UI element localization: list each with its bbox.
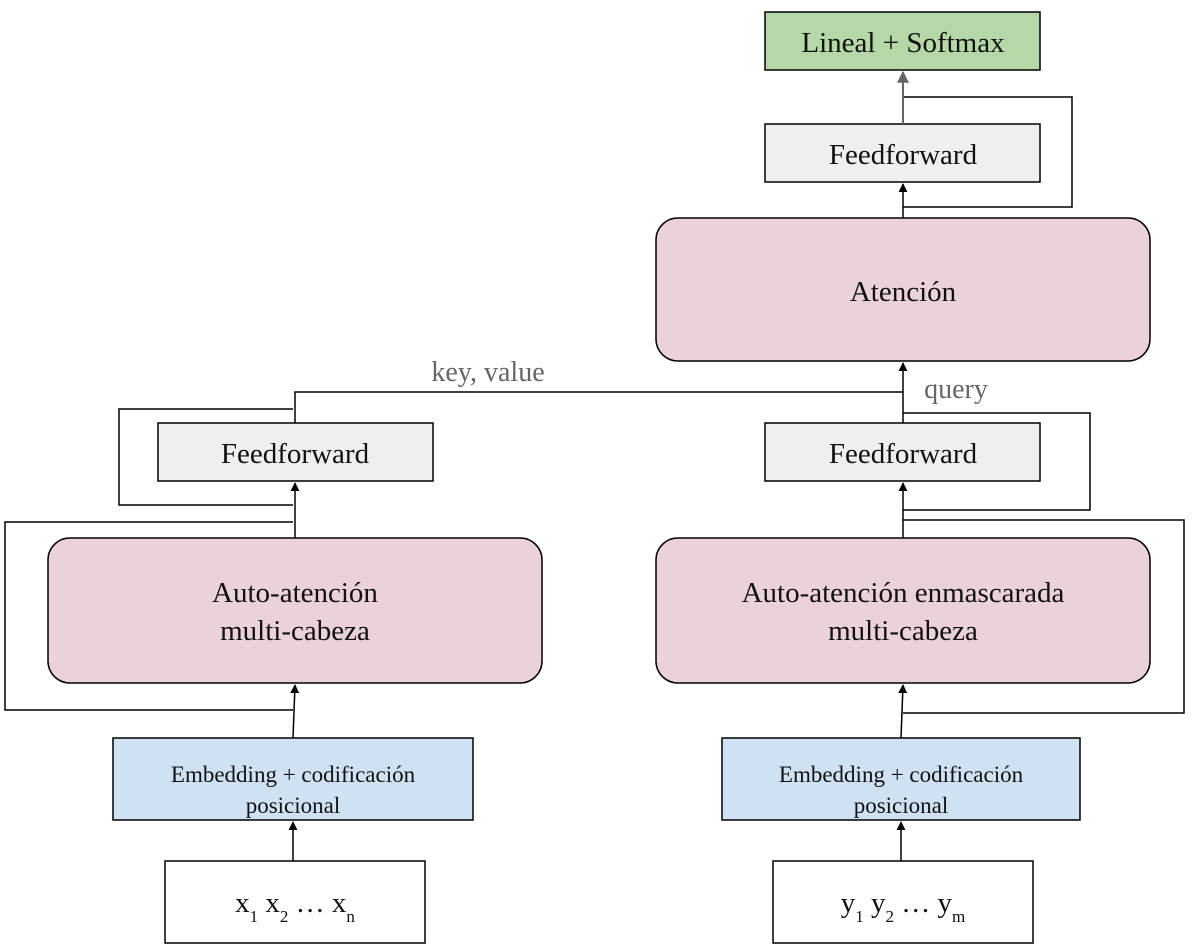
encoder-arrow-embedding-to-attention — [290, 684, 300, 739]
decoder-feedforward-top-text: Feedforward — [829, 139, 978, 171]
decoder-output-box — [764, 11, 1041, 71]
encoder-embedding-line2: posicional — [246, 793, 341, 818]
decoder-input-text: y1 y2 … ym — [841, 887, 965, 926]
decoder-feedforward-box — [764, 422, 1041, 482]
encoder-self-attention-line2: multi-cabeza — [220, 615, 370, 647]
encoder-residual-feedforward — [118, 408, 293, 506]
encoder-self-attention-line1: Auto-atención — [212, 577, 378, 609]
decoder-embedding-box — [721, 737, 1081, 821]
encoder-residual-attention — [4, 521, 293, 711]
decoder-masked-attention-box — [655, 537, 1151, 684]
decoder-masked-attention-line1: Auto-atención enmascarada — [742, 577, 1065, 609]
decoder-embedding-line1: Embedding + codificación — [779, 762, 1024, 787]
decoder-masked-attention-line2: multi-cabeza — [828, 615, 978, 647]
decoder-feedforward-text: Feedforward — [829, 438, 978, 470]
decoder-residual-feedforward-top — [903, 96, 1073, 208]
encoder-feedforward-text: Feedforward — [221, 438, 370, 470]
query-label: query — [924, 374, 988, 405]
encoder-input-text: x1 x2 … xn — [235, 887, 355, 926]
decoder-input-box — [772, 860, 1034, 944]
encoder-to-decoder-connection — [294, 391, 903, 423]
encoder-self-attention-box — [47, 537, 543, 684]
decoder-output-text: Lineal + Softmax — [801, 27, 1005, 59]
decoder-residual-masked-attention — [903, 519, 1185, 714]
encoder-embedding-line1: Embedding + codificación — [171, 762, 416, 787]
decoder-attention-text: Atención — [850, 276, 957, 308]
decoder-arrow-embedding-to-masked-attention — [898, 684, 908, 739]
decoder-embedding-line2: posicional — [854, 793, 949, 818]
decoder-feedforward-top-box — [764, 123, 1041, 183]
decoder-residual-feedforward — [903, 412, 1091, 511]
key-value-label: key, value — [431, 357, 544, 388]
encoder-input-box — [164, 860, 426, 944]
